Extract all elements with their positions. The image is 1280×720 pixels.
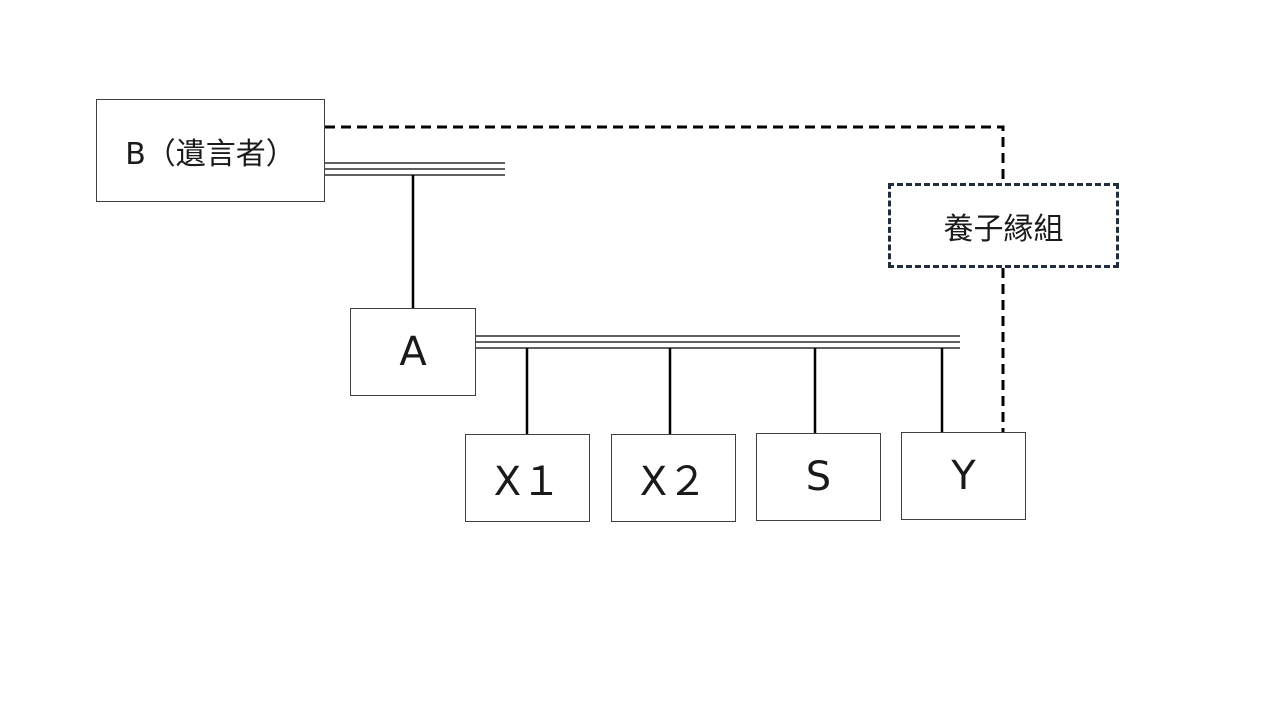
node-x2-label: X２ [639,459,708,505]
node-s: S [756,433,881,521]
node-a-label: A [399,329,427,375]
node-s-label: S [805,454,832,500]
adoption-dashed-line-top [325,125,1005,183]
node-a: A [350,308,476,396]
adoption-label: 養子縁組 [943,211,1064,247]
adoption-node: 養子縁組 [888,183,1119,268]
node-x2: X２ [611,434,736,522]
node-y: Y [901,432,1026,520]
node-y-label: Y [951,453,976,499]
b-triple-line [325,162,505,176]
node-b-testator: B（遺言者） [96,99,325,202]
node-x1: X１ [465,434,590,522]
node-x1-label: X１ [493,459,562,505]
a-triple-line [476,335,960,349]
node-b-label: B（遺言者） [125,136,296,172]
